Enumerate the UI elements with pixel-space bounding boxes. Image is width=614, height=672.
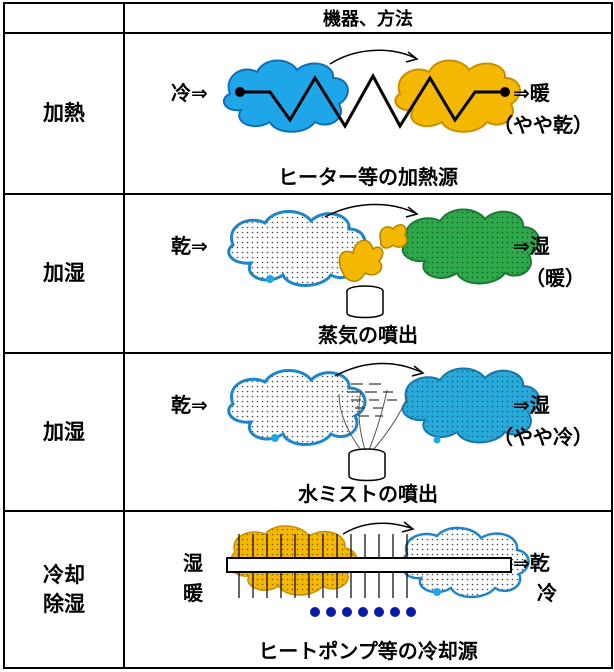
warm-air-cloud xyxy=(394,59,521,133)
droplet xyxy=(266,274,274,283)
row-label-cool-dehumidify: 冷却 除湿 xyxy=(3,510,125,669)
air-treatment-table: 機器、方法 加熱 冷⇒ ⇒暖 （やや乾） ヒーター等の加熱源 xyxy=(3,1,613,669)
mist-diagram-cell: 乾⇒ ⇒湿 （やや冷） 水ミストの噴出 xyxy=(123,351,613,513)
cool-humid-air-cloud xyxy=(401,367,540,443)
output-label-top: ⇒乾 xyxy=(513,551,550,575)
heating-diagram-cell: 冷⇒ ⇒暖 （やや乾） ヒーター等の加熱源 xyxy=(123,32,613,195)
cooling-pipe xyxy=(226,557,512,574)
humid-air-cloud xyxy=(401,208,540,285)
droplet xyxy=(433,588,441,597)
flow-arrow xyxy=(342,522,412,535)
flow-arrow-head xyxy=(405,206,419,218)
input-label-bottom: 暖 xyxy=(183,581,204,605)
mist-diagram: 乾⇒ ⇒湿 （やや冷） 水ミストの噴出 xyxy=(171,362,593,506)
heating-diagram: 冷⇒ ⇒暖 （やや乾） ヒーター等の加熱源 xyxy=(171,49,593,189)
output-label: ⇒湿 xyxy=(513,393,550,417)
flow-arrow-head xyxy=(405,51,419,63)
output-note: （やや乾） xyxy=(493,113,593,137)
row-label-line2: 除湿 xyxy=(43,591,85,616)
input-label: 乾⇒ xyxy=(171,393,208,417)
heater-coil xyxy=(240,73,505,130)
droplet xyxy=(433,436,441,444)
output-label: ⇒暖 xyxy=(513,81,551,105)
input-label: 乾⇒ xyxy=(171,234,208,258)
flow-arrow xyxy=(329,49,416,65)
mist-pot xyxy=(348,447,386,481)
input-label: 冷⇒ xyxy=(171,81,208,105)
coil-end-right xyxy=(500,87,510,98)
input-label-top: 湿 xyxy=(183,551,203,575)
cooling-diagram: 湿 暖 ⇒乾 冷 ヒートポンプ等の冷却源 xyxy=(183,521,557,663)
header-method-cell: 機器、方法 xyxy=(123,1,613,35)
steam-pot xyxy=(346,285,384,319)
row-label-line1: 冷却 xyxy=(43,563,85,588)
mist-spray xyxy=(338,382,408,450)
output-label: ⇒湿 xyxy=(513,234,550,258)
caption: ヒーター等の加熱源 xyxy=(278,165,458,189)
output-label-bottom: 冷 xyxy=(537,581,557,605)
droplet xyxy=(271,433,279,442)
row-label-heating: 加熱 xyxy=(3,32,125,195)
caption: 蒸気の噴出 xyxy=(318,323,418,347)
row-label-humidify-steam: 加湿 xyxy=(3,192,125,354)
coil-end-left xyxy=(235,87,245,98)
dry-air-cloud xyxy=(227,368,367,446)
cooling-diagram-cell: 湿 暖 ⇒乾 冷 ヒートポンプ等の冷却源 xyxy=(123,510,613,669)
output-note: （暖） xyxy=(525,266,585,290)
caption: ヒートポンプ等の冷却源 xyxy=(258,639,477,663)
flow-arrow xyxy=(324,203,416,218)
header-blank-cell xyxy=(3,1,125,35)
flow-arrow-head xyxy=(411,364,425,377)
row-label-humidify-mist: 加湿 xyxy=(3,351,125,513)
output-note: （やや冷） xyxy=(493,425,593,449)
flow-arrow-head xyxy=(401,521,415,533)
condensate-drops xyxy=(310,607,416,618)
steam-diagram: 乾⇒ ⇒湿 （暖） 蒸気の噴出 xyxy=(171,203,585,347)
flow-arrow xyxy=(334,362,422,377)
steam-diagram-cell: 乾⇒ ⇒湿 （暖） 蒸気の噴出 xyxy=(123,192,613,354)
caption: 水ミストの噴出 xyxy=(298,482,438,506)
steam-plume xyxy=(338,223,408,282)
